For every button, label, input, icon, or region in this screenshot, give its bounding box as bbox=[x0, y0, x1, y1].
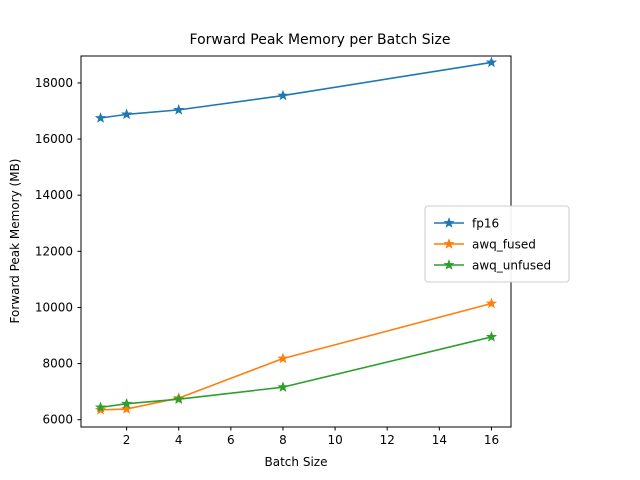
data-point-marker bbox=[485, 297, 498, 309]
data-point-marker bbox=[121, 397, 133, 409]
legend-label-fp16: fp16 bbox=[472, 217, 499, 231]
data-point-marker bbox=[277, 89, 289, 101]
data-point-marker bbox=[121, 403, 133, 414]
y-tick-label: 6000 bbox=[42, 413, 73, 427]
x-axis-ticks: 2 4 6 8 10 12 14 16 bbox=[123, 427, 499, 447]
y-tick-label: 12000 bbox=[35, 244, 73, 258]
x-axis-label: Batch Size bbox=[265, 455, 328, 469]
y-tick-label: 10000 bbox=[35, 300, 73, 314]
x-tick-label: 6 bbox=[227, 433, 235, 447]
legend-marker-icon bbox=[443, 238, 455, 249]
x-tick-label: 10 bbox=[327, 433, 342, 447]
x-tick-label: 4 bbox=[175, 433, 183, 447]
series-line bbox=[99, 336, 493, 409]
series-layer bbox=[94, 56, 498, 415]
x-tick-label: 8 bbox=[279, 433, 287, 447]
x-tick-label: 2 bbox=[123, 433, 131, 447]
legend-frame bbox=[424, 205, 570, 283]
x-tick-label: 14 bbox=[432, 433, 447, 447]
y-tick-label: 14000 bbox=[35, 188, 73, 202]
data-point-marker bbox=[173, 104, 185, 115]
legend[interactable]: fp16 awq_fused awq_unfused bbox=[424, 205, 570, 283]
legend-label-awq_fused: awq_fused bbox=[472, 238, 536, 252]
y-tick-label: 8000 bbox=[42, 357, 73, 371]
data-point-marker bbox=[121, 108, 133, 120]
y-axis-ticks: 6000 8000 10000 12000 14000 16000 18000 bbox=[35, 76, 81, 427]
series-line bbox=[99, 61, 493, 119]
data-point-marker bbox=[173, 393, 185, 404]
data-point-marker bbox=[277, 352, 289, 364]
legend-marker-icon bbox=[443, 217, 455, 228]
series-fp16 bbox=[94, 56, 498, 123]
data-point-marker bbox=[485, 56, 498, 68]
y-tick-label: 18000 bbox=[35, 76, 73, 90]
legend-label-awq_unfused: awq_unfused bbox=[472, 259, 551, 273]
data-point-marker bbox=[277, 381, 289, 392]
chart-title-group: Forward Peak Memory per Batch Size bbox=[190, 32, 451, 48]
series-line bbox=[99, 302, 493, 411]
y-axis-label: Forward Peak Memory (MB) bbox=[8, 159, 22, 324]
data-point-marker bbox=[94, 401, 107, 413]
legend-marker-icon bbox=[443, 259, 455, 270]
chart-title: Forward Peak Memory per Batch Size bbox=[190, 32, 451, 48]
series-awq_fused bbox=[94, 297, 498, 415]
x-tick-label: 12 bbox=[380, 433, 395, 447]
y-tick-label: 16000 bbox=[35, 132, 73, 146]
series-awq_unfused bbox=[94, 331, 498, 413]
data-point-marker bbox=[94, 112, 107, 123]
x-tick-label: 16 bbox=[484, 433, 499, 447]
data-point-marker bbox=[485, 331, 498, 342]
